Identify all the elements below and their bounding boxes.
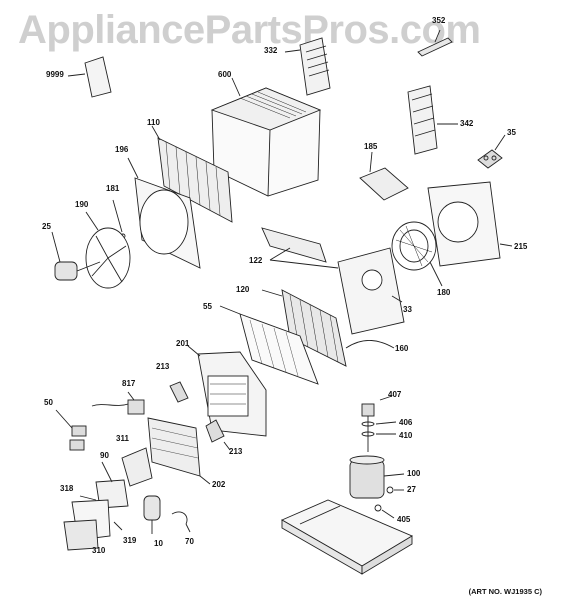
cabinet-part xyxy=(210,77,322,197)
art-number: (ART NO. WJ1935 C) xyxy=(468,587,542,596)
callout-25: 25 xyxy=(42,222,51,231)
callout-600: 600 xyxy=(218,70,232,79)
fan-motor-assembly xyxy=(51,199,131,289)
blower-wheel-part xyxy=(391,221,443,287)
switch-part xyxy=(91,391,145,415)
mounting-bracket-part xyxy=(261,227,339,269)
callout-318: 318 xyxy=(60,484,74,493)
knob-parts xyxy=(169,381,231,451)
callout-90: 90 xyxy=(100,451,109,460)
callout-407: 407 xyxy=(388,390,402,399)
capacitor-part xyxy=(143,495,191,534)
callout-110: 110 xyxy=(147,118,160,127)
callout-215: 215 xyxy=(514,242,528,251)
callout-319: 319 xyxy=(123,536,137,545)
callout-342: 342 xyxy=(460,119,474,128)
filter-part xyxy=(219,305,319,385)
callout-160: 160 xyxy=(395,344,409,353)
callout-55: 55 xyxy=(203,302,212,311)
base-pan-part xyxy=(281,499,413,575)
blower-housing-part xyxy=(427,181,513,267)
callout-120: 120 xyxy=(236,285,250,294)
condenser-coil-part xyxy=(261,289,395,367)
callout-100: 100 xyxy=(407,469,421,478)
callout-9999: 9999 xyxy=(46,70,64,79)
callout-817: 817 xyxy=(122,379,136,388)
side-curtain-part xyxy=(284,37,331,96)
pad-parts xyxy=(55,409,87,451)
callout-181: 181 xyxy=(106,184,120,193)
front-grille-part xyxy=(187,345,267,437)
control-panel-parts xyxy=(63,447,153,551)
callout-122: 122 xyxy=(249,256,263,265)
callout-190: 190 xyxy=(75,200,89,209)
shroud-part xyxy=(127,157,201,269)
callout-50: 50 xyxy=(44,398,53,407)
callout-35: 35 xyxy=(507,128,516,137)
callout-10: 10 xyxy=(154,539,163,548)
callout-185: 185 xyxy=(364,142,378,151)
orifice-plate-part xyxy=(337,247,405,335)
callout-196: 196 xyxy=(115,145,129,154)
callout-213a: 213 xyxy=(156,362,170,371)
duct-part xyxy=(359,151,409,201)
rear-grille-part xyxy=(147,417,211,485)
side-curtain-right-part xyxy=(407,85,458,155)
callout-201: 201 xyxy=(176,339,190,348)
callout-310: 310 xyxy=(92,546,106,555)
callout-33: 33 xyxy=(403,305,412,314)
callout-70: 70 xyxy=(185,537,194,546)
callout-202: 202 xyxy=(212,480,226,489)
callout-405: 405 xyxy=(397,515,411,524)
callout-406: 406 xyxy=(399,418,413,427)
callout-410: 410 xyxy=(399,431,413,440)
top-rail-part xyxy=(417,29,453,57)
callout-213b: 213 xyxy=(229,447,243,456)
evaporator-part xyxy=(151,125,233,223)
callout-180: 180 xyxy=(437,288,451,297)
callout-352: 352 xyxy=(432,16,446,25)
manual-part xyxy=(67,56,112,98)
bracket-part xyxy=(477,134,506,169)
callout-332: 332 xyxy=(264,46,278,55)
compressor-assembly xyxy=(349,395,405,519)
callout-311: 311 xyxy=(116,434,129,443)
callout-27: 27 xyxy=(407,485,416,494)
